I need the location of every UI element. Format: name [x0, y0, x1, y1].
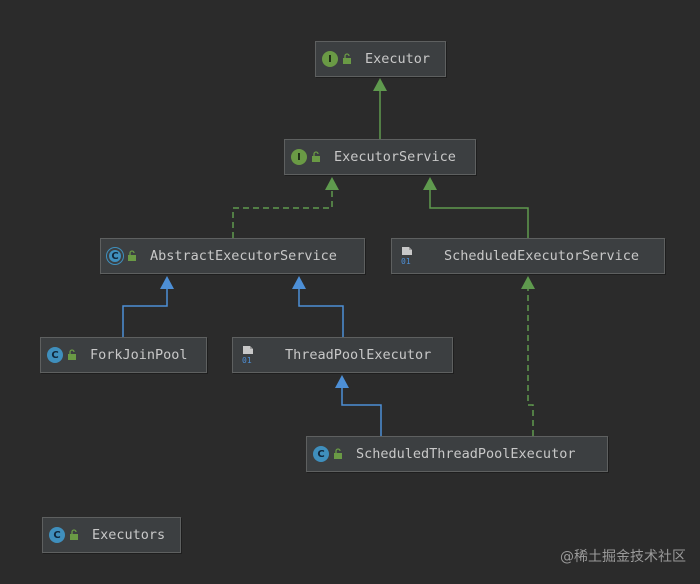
edge-scheduledthreadpoolexecutor-to-scheduledexecutorservice [521, 276, 535, 436]
svg-text:01: 01 [242, 356, 252, 365]
edge-scheduledthreadpoolexecutor-to-threadpoolexecutor [335, 375, 382, 436]
node-scheduled-thread-pool-executor[interactable]: C ScheduledThreadPoolExecutor [306, 436, 608, 472]
node-label: Executor [365, 51, 431, 67]
binary-file-icon: 01 [401, 247, 412, 266]
node-label: ForkJoinPool [90, 347, 188, 363]
node-label: ThreadPoolExecutor [285, 347, 432, 363]
lock-open-icon [70, 529, 78, 540]
node-label: ExecutorService [334, 149, 456, 165]
node-label: AbstractExecutorService [150, 248, 337, 264]
class-icon: C [49, 527, 65, 543]
edge-forkjoinpool-to-abstractexecutorservice [122, 276, 174, 337]
abstract-class-icon: C [107, 248, 123, 264]
node-scheduled-executor-service[interactable]: 01 ScheduledExecutorService [391, 238, 665, 274]
node-executors[interactable]: C Executors [42, 517, 181, 553]
node-executor[interactable]: I Executor [315, 41, 446, 77]
node-fork-join-pool[interactable]: C ForkJoinPool [40, 337, 207, 373]
edge-abstractexecutorservice-to-executorservice [232, 177, 339, 238]
class-icon: C [313, 446, 329, 462]
watermark: @稀土掘金技术社区 [560, 549, 686, 565]
interface-icon: I [322, 51, 338, 67]
node-thread-pool-executor[interactable]: 01 ThreadPoolExecutor [232, 337, 453, 373]
svg-text:01: 01 [401, 257, 411, 266]
lock-open-icon [312, 151, 320, 162]
node-label: Executors [92, 527, 166, 543]
binary-file-icon: 01 [242, 346, 253, 365]
edge-executorservice-to-executor [373, 78, 387, 139]
edge-scheduledexecutorservice-to-executorservice [423, 177, 529, 238]
lock-open-icon [128, 250, 136, 261]
node-executor-service[interactable]: I ExecutorService [284, 139, 476, 175]
node-label: ScheduledThreadPoolExecutor [356, 446, 576, 462]
class-icon: C [47, 347, 63, 363]
lock-open-icon [68, 349, 76, 360]
lock-open-icon [343, 53, 351, 64]
node-abstract-executor-service[interactable]: C AbstractExecutorService [100, 238, 365, 274]
interface-icon: I [291, 149, 307, 165]
node-label: ScheduledExecutorService [444, 248, 640, 264]
lock-open-icon [334, 448, 342, 459]
edge-threadpoolexecutor-to-abstractexecutorservice [292, 276, 344, 337]
